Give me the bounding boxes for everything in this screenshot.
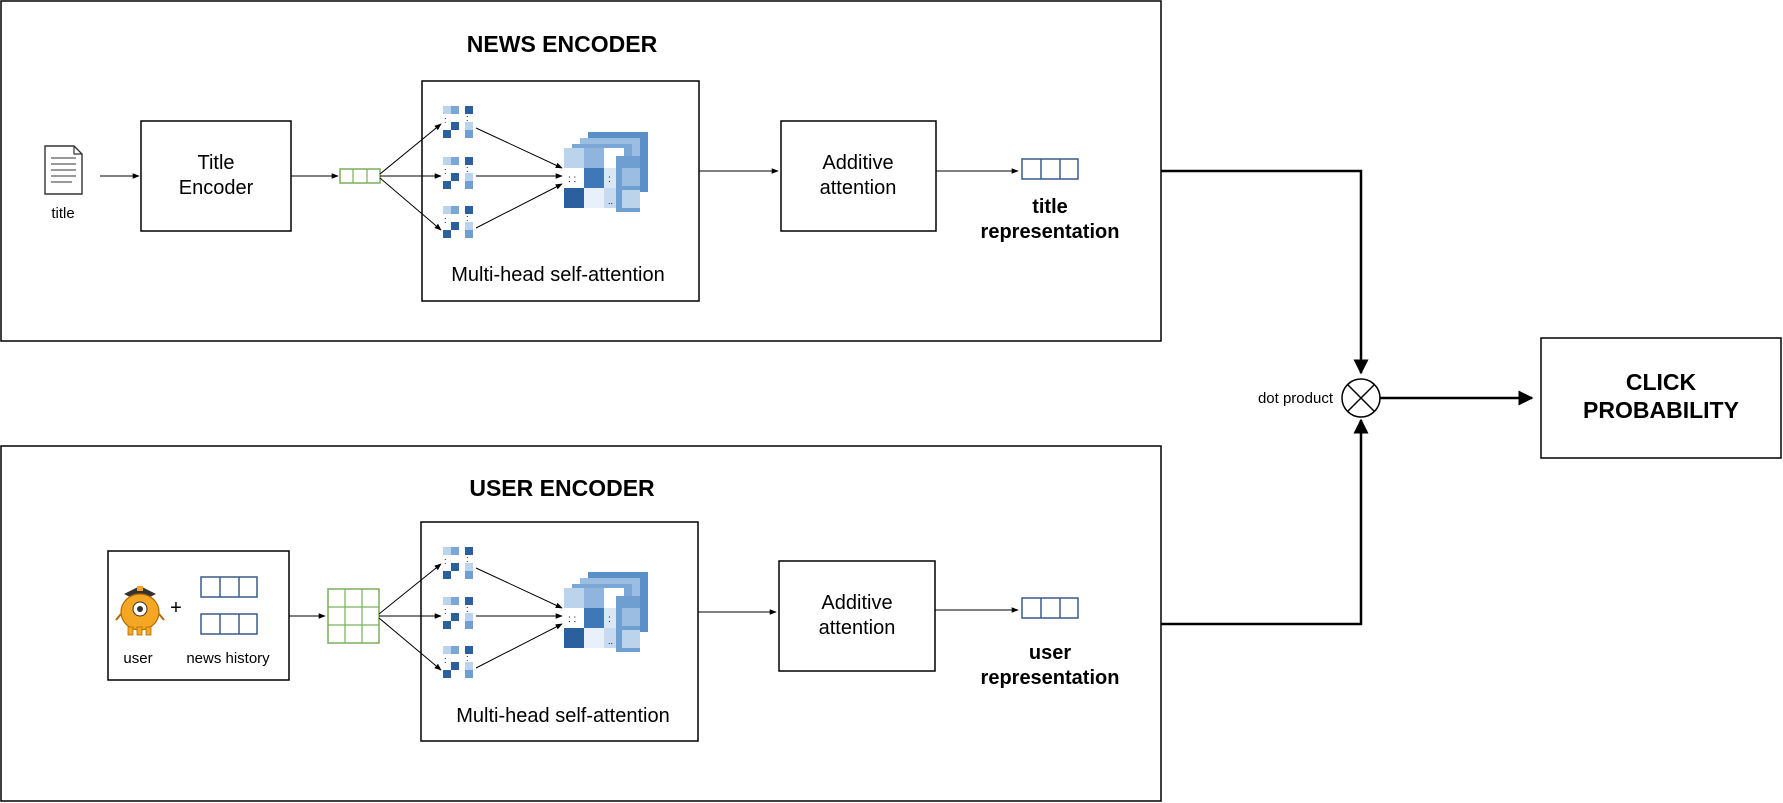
- news-encoder-title: NEWS ENCODER: [467, 31, 658, 57]
- news-additive-attention-box: [780, 120, 937, 232]
- title-representation-label-1: title: [1032, 196, 1068, 218]
- news-mhsa-box: [421, 80, 700, 302]
- user-attention-matrix: [564, 572, 648, 652]
- user-mascot-icon: [115, 586, 165, 636]
- news-attention-matrix: [564, 132, 648, 212]
- user-encoder-title: USER ENCODER: [469, 475, 655, 501]
- word-embedding-vector: [339, 168, 381, 184]
- plus-sign: +: [170, 597, 182, 619]
- user-to-dot-connector: [1161, 418, 1369, 626]
- news-history-vectors: [200, 576, 258, 635]
- news-to-dot-connector: [1161, 169, 1369, 375]
- title-representation-label-2: representation: [981, 221, 1120, 243]
- news-additive-label-2: attention: [820, 177, 897, 199]
- combination: dot product CLICK PROBABILITY: [1161, 169, 1782, 626]
- title-encoder-label-1: Title: [197, 152, 234, 174]
- user-representation-label-1: user: [1029, 642, 1071, 664]
- news-mhsa-label: Multi-head self-attention: [451, 264, 664, 286]
- user-representation-vector: [1021, 597, 1079, 619]
- click-probability-label-1: CLICK: [1626, 369, 1697, 395]
- dot-product-icon: [1341, 378, 1381, 418]
- user-additive-label-1: Additive: [821, 592, 892, 614]
- click-probability-label-2: PROBABILITY: [1583, 397, 1739, 423]
- dot-product-label: dot product: [1258, 390, 1334, 407]
- news-history-label: news history: [186, 650, 270, 667]
- user-additive-attention-box: [778, 560, 936, 672]
- title-encoder-label-2: Encoder: [179, 177, 254, 199]
- title-input-label: title: [51, 205, 74, 222]
- document-icon: [44, 145, 83, 195]
- user-mhsa-label: Multi-head self-attention: [456, 705, 669, 727]
- news-encoder-panel: NEWS ENCODER title Title Encoder: [0, 0, 1162, 342]
- user-additive-label-2: attention: [819, 617, 896, 639]
- news-additive-label-1: Additive: [822, 152, 893, 174]
- history-embedding-matrix: [327, 588, 380, 644]
- title-representation-vector: [1021, 158, 1079, 180]
- user-representation-label-2: representation: [981, 667, 1120, 689]
- title-encoder-box: [140, 120, 292, 232]
- user-label: user: [123, 650, 152, 667]
- click-probability-box: [1540, 337, 1782, 459]
- user-encoder-panel: USER ENCODER + user news history: [0, 445, 1162, 802]
